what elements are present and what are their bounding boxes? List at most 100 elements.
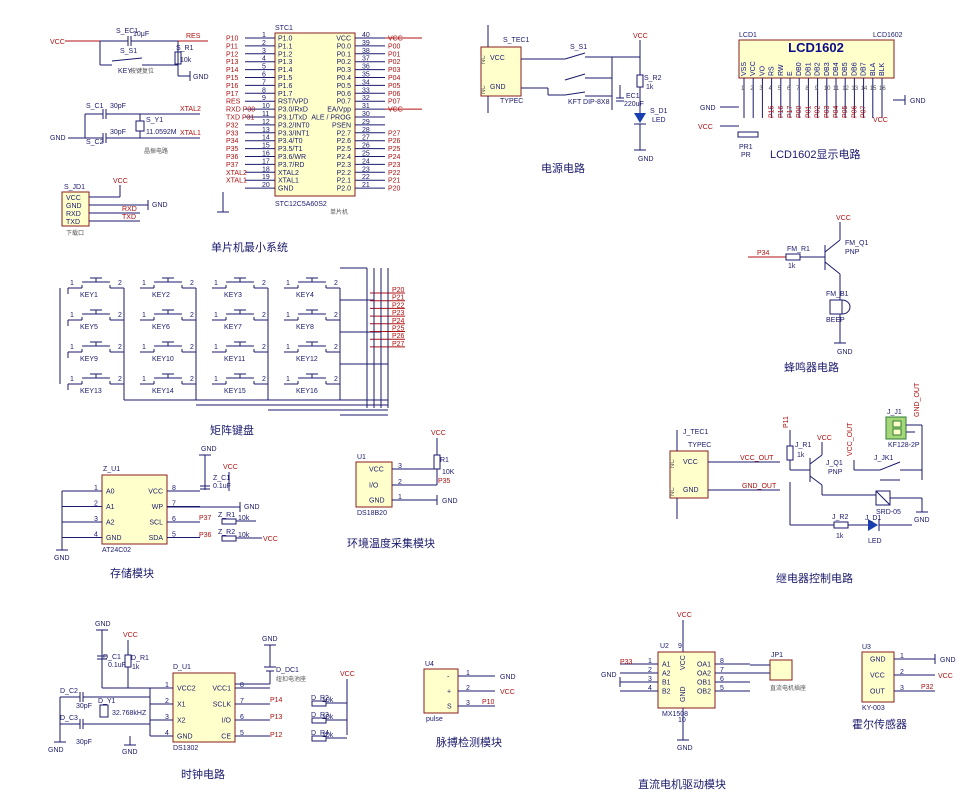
download-pin-txd: TXD <box>66 219 80 226</box>
ic-pin-name: VCC <box>148 489 163 496</box>
mcu-pin-name: RST/VPD <box>278 99 308 106</box>
keypad-pin-num: 2 <box>118 344 122 351</box>
lcd-pin-net: P01 <box>805 105 812 118</box>
ic-pin-num: 2 <box>165 698 169 705</box>
mcu-pin-name: P1.5 <box>278 75 293 82</box>
crystal-c1-ref: S_C1 <box>86 103 104 110</box>
section-titles: 单片机最小系统 电源电路 LCD1602显示电路 矩阵键盘 蜂鸣器电路 存储模块… <box>110 148 907 791</box>
clock-dc-val: 纽扣电池座 <box>276 675 306 683</box>
mcu-pin-num: 11 <box>262 111 269 118</box>
temp-gnd: GND <box>442 498 458 505</box>
motor-pin-gnd: GND <box>680 686 687 702</box>
storage-vcc-pull: VCC <box>263 536 278 543</box>
clock-c2-val: 30pF <box>76 703 92 710</box>
crystal-c2-ref: S_C2 <box>86 139 104 146</box>
hall-pin-name: GND <box>870 657 886 664</box>
temp-part: DS18B20 <box>357 510 387 517</box>
keypad-pin-num: 1 <box>286 344 290 351</box>
lcd-vcc-left: VCC <box>698 124 713 131</box>
mcu-pin-name: P1.7 <box>278 91 293 98</box>
motor-pin-num: 5 <box>720 685 724 692</box>
mcu-pin-name: P2.1 <box>337 178 352 185</box>
mcu-pin-name: P1.2 <box>278 51 293 58</box>
mcu-pin-num: 37 <box>362 56 370 63</box>
relay-j-ref: J_J1 <box>887 409 902 416</box>
buzzer-net-p34: P34 <box>757 250 770 257</box>
mcu-pin-net: P01 <box>388 51 401 58</box>
motor-pin-name: OB1 <box>697 680 711 687</box>
storage-ref: Z_U1 <box>103 466 120 473</box>
motor-pin-name: B1 <box>662 680 671 687</box>
clock-y-val: 32.768kHZ <box>112 710 147 717</box>
lcd-pin-num: 1 <box>741 86 745 92</box>
relay-r1-val: 1k <box>797 452 805 459</box>
lcd-pin-net: P07 <box>861 105 868 118</box>
ic-pin-name: X1 <box>177 702 186 709</box>
relay-r2-ref: J_R2 <box>832 514 848 521</box>
motor-pin-num: 8 <box>720 658 724 665</box>
mcu-pin-net: P05 <box>388 83 401 90</box>
mcu-ref: STC1 <box>275 25 293 32</box>
title-relay: 继电器控制电路 <box>776 571 853 585</box>
crystal-note: 晶振电路 <box>144 147 168 155</box>
mcu-pin-num: 24 <box>362 158 370 165</box>
keypad-pin-num: 1 <box>142 312 146 319</box>
mcu-pin-name: P1.0 <box>278 36 293 43</box>
ic-pin-num: 6 <box>172 516 176 523</box>
power-conn-gnd: GND <box>490 84 506 91</box>
mcu-pin-name: P1.3 <box>278 59 293 66</box>
mcu-pin-name: P1.4 <box>278 67 293 74</box>
mcu-pin-name: P0.4 <box>337 75 352 82</box>
temp-pin-num: 3 <box>398 463 402 470</box>
relay-k-ref: J_JK1 <box>874 455 894 462</box>
pulse-pin-name: + <box>447 689 451 696</box>
temp-ref: U1 <box>357 454 366 461</box>
clock-r2-ref: D_R2 <box>311 695 329 702</box>
lcd-pot-ref: PR1 <box>739 144 753 151</box>
keypad-pin-num: 2 <box>334 376 338 383</box>
mcu-pin-net: P17 <box>226 91 239 98</box>
lcd-pin-net: P06 <box>851 105 858 118</box>
crystal-c1-val: 30pF <box>110 103 126 110</box>
temp-res-val: 10K <box>442 469 455 476</box>
title-hall: 霍尔传感器 <box>852 718 907 731</box>
crystal-c2-val: 30pF <box>110 129 126 136</box>
mcu-pin-net: P37 <box>226 162 239 169</box>
storage-cap-ref: Z_C1 <box>213 475 230 482</box>
motor-pin-name: B2 <box>662 689 671 696</box>
lcd-circuit: LCD1 LCD1602 LCD1602 VSS1VCC2VO3RS4P15RW… <box>698 32 926 159</box>
keypad-key-label: KEY14 <box>152 388 174 395</box>
lcd-pin-name: DB5 <box>842 62 849 76</box>
storage-cap-val: 0.1uF <box>213 483 231 490</box>
ic-pin-num: 1 <box>94 485 98 492</box>
mcu-pin-net: P36 <box>226 154 239 161</box>
hall-pin-num: 3 <box>900 685 904 692</box>
mcu-pin-num: 7 <box>262 79 266 86</box>
mcu-pin-net: XTAL2 <box>226 170 247 177</box>
mcu-pin-name: P0.7 <box>337 99 352 106</box>
ic-pin-name: SCLK <box>213 702 232 709</box>
mcu-pin-net: P04 <box>388 75 401 82</box>
mcu-pin-num: 19 <box>262 174 270 181</box>
clock-part: DS1302 <box>173 745 198 752</box>
temp-pin-name: GND <box>369 498 385 505</box>
temp-res-ref: R1 <box>440 457 449 464</box>
download-txd: TXD <box>122 214 136 221</box>
power-vcc: VCC <box>633 33 648 40</box>
lcd-pin-net: P15 <box>769 105 776 118</box>
mcu-pin-net: P06 <box>388 91 401 98</box>
relay-conn-nc1: NC <box>670 459 676 468</box>
clock-vcc-top: VCC <box>123 632 138 639</box>
ic-pin-name: I/O <box>222 718 232 725</box>
storage-gnd-wp: GND <box>244 504 260 511</box>
lcd-pin-name: DB2 <box>815 62 822 76</box>
mcu-pin-net: P23 <box>388 162 401 169</box>
